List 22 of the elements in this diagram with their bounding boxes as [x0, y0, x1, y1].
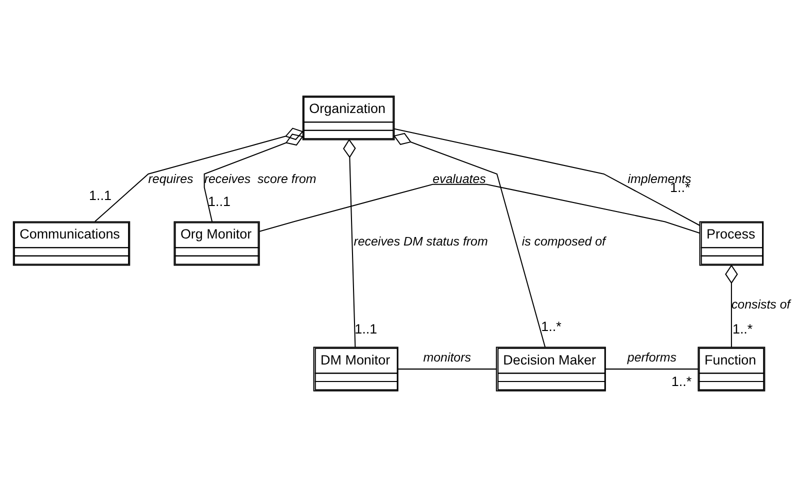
label: 1..*	[671, 373, 692, 388]
edge-label: receives DM status from	[354, 234, 488, 248]
edge-label: is composed of	[522, 234, 606, 248]
connector	[393, 132, 546, 347]
label: 1..1	[208, 193, 230, 208]
edge-label: requires	[148, 171, 194, 186]
connector	[94, 127, 304, 222]
connector	[394, 128, 700, 226]
label: 1..1	[88, 187, 112, 202]
edge-label: performs	[627, 350, 677, 364]
connector	[725, 264, 738, 346]
connector	[342, 138, 356, 347]
label: 1..*	[541, 318, 562, 334]
connector	[260, 183, 700, 234]
connector	[204, 133, 304, 222]
connector	[606, 368, 698, 370]
label: 1..1	[354, 320, 378, 336]
edge-label: consists of	[731, 296, 790, 311]
label: 1..*	[732, 320, 753, 336]
edge-label: evaluates	[432, 171, 486, 186]
connector	[398, 368, 496, 370]
edge-label: monitors	[423, 350, 471, 364]
